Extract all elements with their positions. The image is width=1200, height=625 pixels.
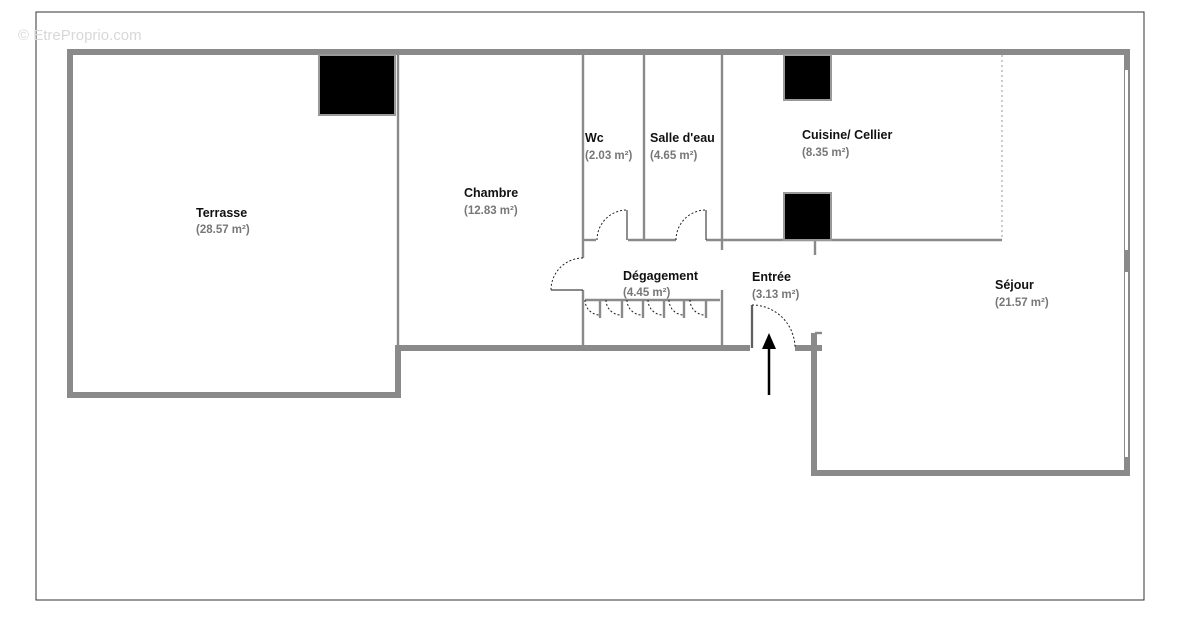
room-labels: Terrasse (28.57 m²) Chambre (12.83 m²) W… [196, 128, 1049, 309]
room-name-degagement: Dégagement [623, 269, 699, 283]
kitchen-duct-bottom [783, 192, 832, 241]
pillars [318, 54, 832, 241]
interior-walls [396, 55, 1002, 348]
room-name-terrasse: Terrasse [196, 206, 247, 220]
room-name-chambre: Chambre [464, 186, 518, 200]
room-area-entree: (3.13 m²) [752, 289, 799, 301]
room-area-wc: (2.03 m²) [585, 150, 632, 162]
plan-frame [35, 11, 1145, 601]
doors [550, 209, 796, 349]
room-area-terrasse: (28.57 m²) [196, 224, 250, 236]
room-area-chambre: (12.83 m²) [464, 205, 518, 217]
room-area-sejour: (21.57 m²) [995, 297, 1049, 309]
room-name-salle-deau: Salle d'eau [650, 131, 715, 145]
room-area-salle-deau: (4.65 m²) [650, 150, 697, 162]
room-name-entree: Entrée [752, 270, 791, 284]
entrance-arrow [762, 333, 776, 395]
exterior-walls [67, 49, 1130, 476]
room-area-cuisine: (8.35 m²) [802, 147, 849, 159]
room-name-sejour: Séjour [995, 278, 1034, 292]
room-name-wc: Wc [585, 131, 604, 145]
watermark: © EtreProprio.com [18, 27, 142, 44]
room-area-degagement: (4.45 m²) [623, 287, 670, 299]
terrace-pillar [318, 54, 396, 116]
room-name-cuisine: Cuisine/ Cellier [802, 128, 892, 142]
kitchen-duct-top [783, 54, 832, 101]
